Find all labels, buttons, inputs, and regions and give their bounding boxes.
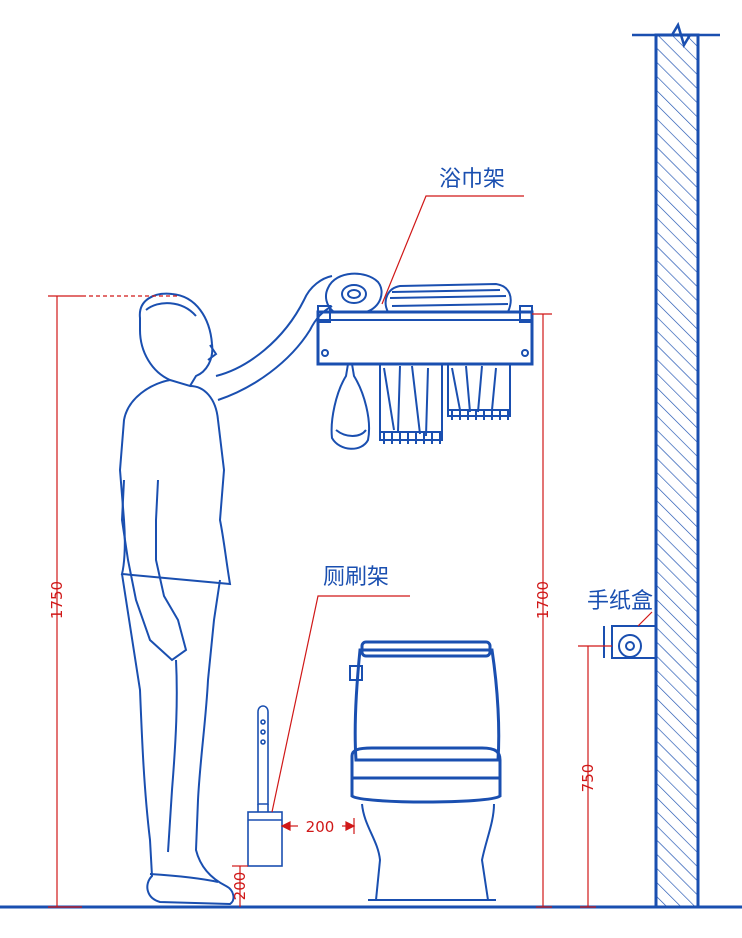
dim-1700-text: 1700 [534, 581, 552, 619]
toilet-brush-holder-label: 厕刷架 [323, 565, 389, 590]
dim-1750 [48, 295, 180, 908]
toilet-brush-holder [247, 705, 283, 867]
dim-1700 [532, 313, 552, 908]
dim-750 [578, 645, 612, 908]
dim-200-gap-text: 200 [306, 818, 335, 836]
tissue-box [603, 625, 657, 659]
dim-200-height-text: 200 [231, 872, 249, 901]
person-figure [118, 275, 333, 906]
towel-rack-label: 浴巾架 [439, 167, 505, 192]
toilet [349, 640, 502, 901]
towel-rack [316, 272, 534, 450]
dim-750-text: 750 [579, 764, 597, 793]
tissue-box-label: 手纸盒 [587, 589, 653, 614]
tissue-box-leader [637, 611, 653, 627]
brush-holder-leader [271, 595, 410, 813]
dim-1750-text: 1750 [48, 581, 66, 619]
towel-rack-leader [381, 195, 524, 305]
dim-200-gap [280, 818, 356, 834]
dim-200-height [232, 865, 248, 907]
wall [632, 21, 720, 909]
